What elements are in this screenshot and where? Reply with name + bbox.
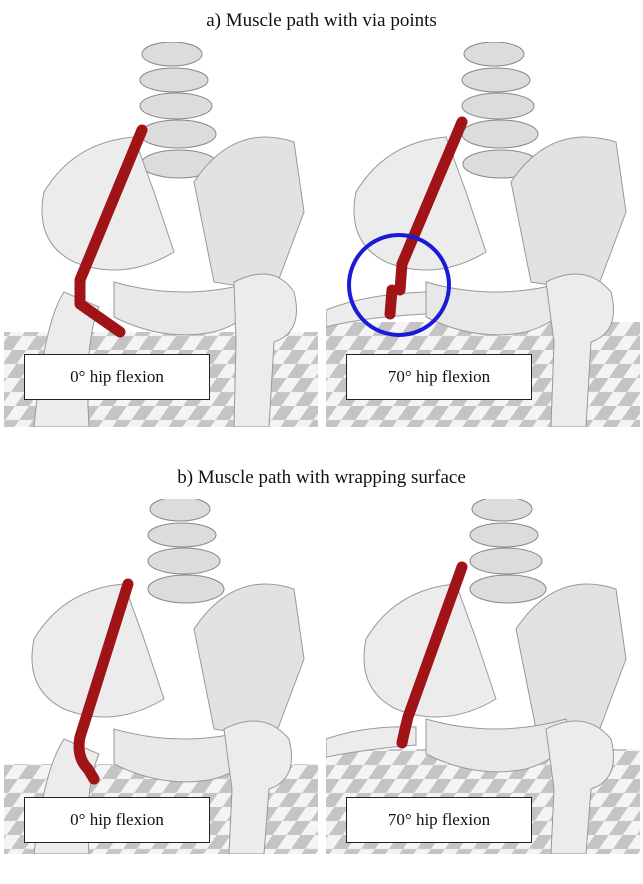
right-ilium (194, 584, 304, 739)
lumbar-spine (462, 42, 539, 178)
caption-via-70deg: 70° hip flexion (346, 354, 532, 400)
panel-via-0deg: 0° hip flexion (4, 42, 318, 427)
lumbar-spine (470, 499, 546, 603)
left-femur-flexed (326, 292, 426, 327)
caption-wrap-0deg: 0° hip flexion (24, 797, 210, 843)
left-ilium (354, 137, 486, 270)
caption-wrap-70deg: 70° hip flexion (346, 797, 532, 843)
muscle-path-segment (390, 290, 392, 314)
section-b-title: b) Muscle path with wrapping surface (0, 467, 643, 489)
lumbar-spine (148, 499, 224, 603)
lumbar-spine (140, 42, 217, 178)
right-ilium (516, 584, 626, 739)
panel-wrap-0deg: 0° hip flexion (4, 499, 318, 884)
panel-via-70deg: 70° hip flexion (326, 42, 640, 427)
caption-via-0deg: 0° hip flexion (24, 354, 210, 400)
panel-wrap-70deg: 70° hip flexion (326, 499, 640, 884)
section-a-title: a) Muscle path with via points (0, 10, 643, 32)
